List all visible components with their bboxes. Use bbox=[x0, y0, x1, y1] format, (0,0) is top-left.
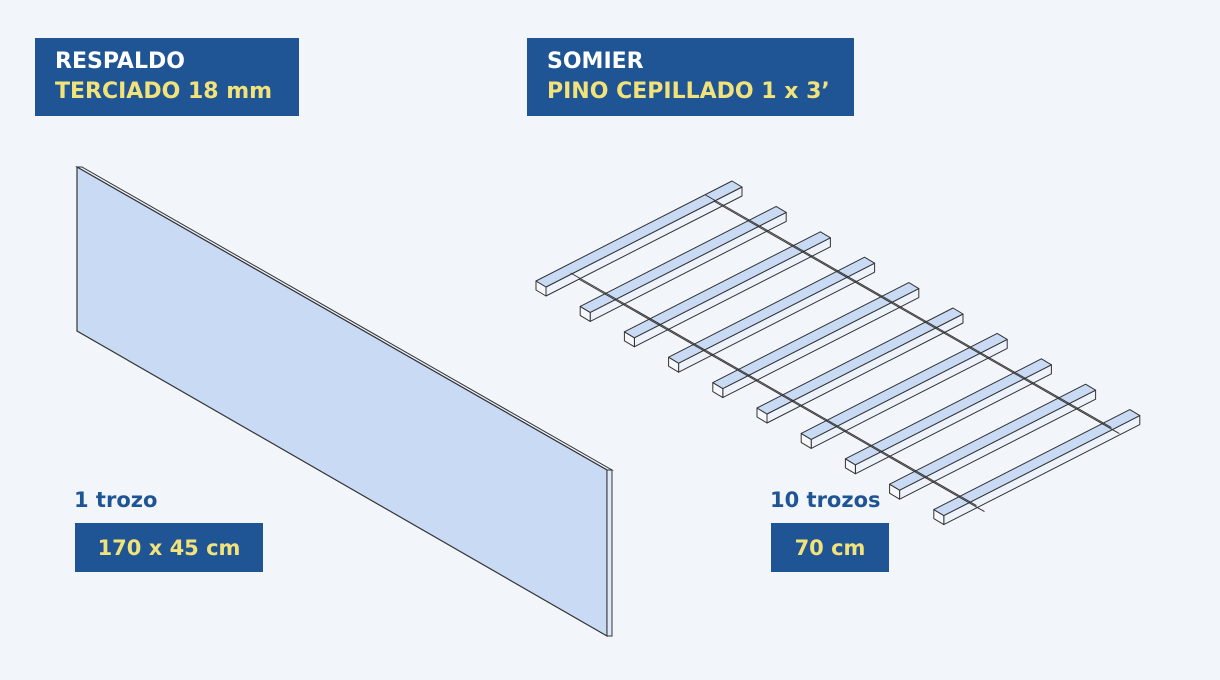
respaldo-title-box: RESPALDO TERCIADO 18 mm bbox=[35, 38, 299, 116]
strap-edge bbox=[705, 194, 1112, 429]
somier-title: SOMIER bbox=[547, 49, 644, 74]
slat-top-face bbox=[712, 282, 920, 390]
respaldo-dimensions: 170 x 45 cm bbox=[75, 523, 263, 572]
slat-top-face bbox=[756, 307, 964, 415]
respaldo-quantity: 1 trozo bbox=[74, 488, 158, 512]
plywood-board-icon bbox=[75, 165, 614, 638]
slat bbox=[579, 205, 787, 322]
slats-group bbox=[535, 180, 1141, 526]
strap-edge bbox=[570, 272, 977, 507]
slat-top-face bbox=[579, 205, 787, 313]
strap bbox=[570, 272, 985, 513]
strap-edge bbox=[713, 200, 1120, 435]
slat bbox=[933, 409, 1141, 526]
respaldo-material: TERCIADO 18 mm bbox=[55, 79, 273, 104]
straps-group bbox=[570, 194, 1120, 513]
somier-quantity: 10 trozos bbox=[770, 488, 881, 512]
slat-top-face bbox=[933, 409, 1141, 517]
strap-edge bbox=[578, 278, 985, 513]
slat-top-face bbox=[623, 231, 831, 339]
slat bbox=[756, 307, 964, 424]
slat bbox=[623, 231, 831, 348]
slat-top-face bbox=[800, 332, 1008, 440]
slat bbox=[535, 180, 743, 297]
slat-top-face bbox=[889, 383, 1097, 491]
slat bbox=[668, 256, 876, 373]
slat-front-face bbox=[943, 415, 1141, 526]
somier-title-box: SOMIER PINO CEPILLADO 1 x 3’ bbox=[527, 38, 854, 116]
somier-dimensions: 70 cm bbox=[771, 523, 889, 572]
slat-top-face bbox=[535, 180, 743, 288]
respaldo-title: RESPALDO bbox=[55, 49, 185, 74]
slat bbox=[889, 383, 1097, 500]
slat-top-face bbox=[668, 256, 876, 364]
board-side-edge bbox=[606, 469, 613, 637]
slat bbox=[800, 332, 1008, 449]
slat bbox=[712, 282, 920, 399]
somier-material: PINO CEPILLADO 1 x 3’ bbox=[547, 79, 830, 104]
slat-top-face bbox=[844, 358, 1052, 466]
strap bbox=[705, 194, 1120, 435]
slat bbox=[844, 358, 1052, 475]
